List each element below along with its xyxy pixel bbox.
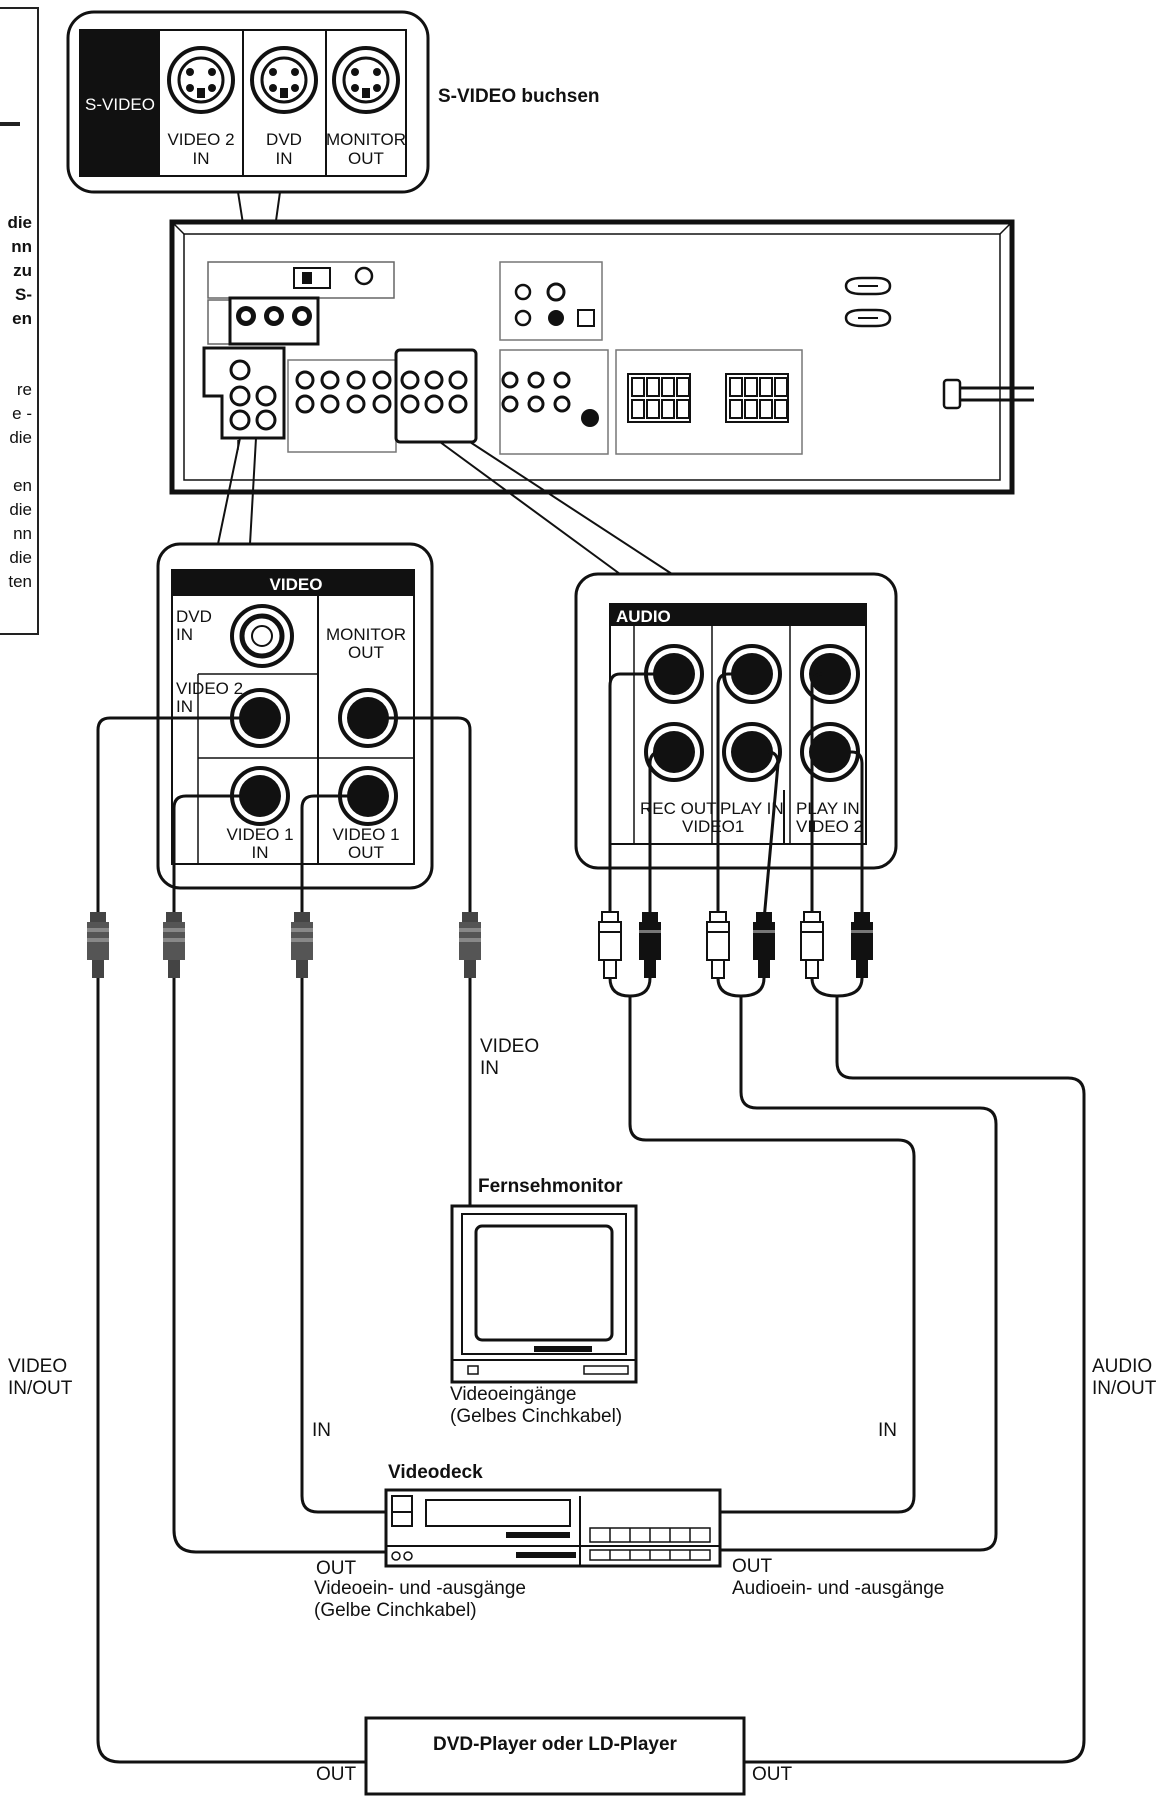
svideo-label: IN (193, 149, 210, 168)
tv-monitor (450, 1204, 638, 1384)
rca-plug (459, 912, 481, 978)
sidebar-fragment: e - (12, 404, 32, 423)
audio-inout-label: AUDIO (1092, 1356, 1152, 1377)
audio-label: REC OUT (640, 799, 717, 818)
svideo-jack-video2 (167, 46, 235, 114)
sidebar-fragment: die (9, 428, 32, 447)
svideo-caption: S-VIDEO buchsen (438, 86, 600, 107)
rca-plug-black (753, 912, 775, 978)
video-label: IN (176, 625, 193, 644)
sidebar-fragment: die (7, 213, 32, 232)
video-label: VIDEO 2 (176, 679, 243, 698)
svideo-jack-monitor (332, 46, 400, 114)
sidebar-fragment: die (9, 500, 32, 519)
sidebar-box: die nn zu S- en re e - die en die nn die… (0, 7, 39, 635)
svideo-label: OUT (348, 149, 384, 168)
dvd-out-label: OUT (752, 1764, 793, 1785)
sidebar-fragment: nn (11, 237, 32, 256)
video-callout: VIDEO DVD IN VIDEO 2 IN MONITOR OUT VIDE… (156, 542, 434, 890)
tv-title: Fernsehmonitor (478, 1176, 623, 1197)
ac-outlet (844, 276, 892, 328)
audio-callout: AUDIO REC OUT PLAY IN VIDEO1 PLAY IN VID… (574, 572, 898, 870)
sidebar-fragment: zu (13, 261, 32, 280)
video-label: IN (176, 697, 193, 716)
audio-label: PLAY IN (796, 799, 860, 818)
video-label: IN (252, 843, 269, 862)
svideo-label: IN (276, 149, 293, 168)
dvd-player (364, 1716, 746, 1796)
sidebar-fragment: nn (13, 524, 32, 543)
rca-plug (291, 912, 313, 978)
vcr-title: Videodeck (388, 1462, 483, 1483)
receiver-rear-panel (169, 219, 1034, 495)
video-header: VIDEO (270, 575, 323, 594)
audio-label: VIDEO 2 (796, 817, 863, 836)
svideo-label: DVD (266, 130, 302, 149)
svideo-label: VIDEO 2 (167, 130, 234, 149)
cables (96, 672, 1086, 1764)
video-label: MONITOR (326, 625, 406, 644)
sidebar-fragment: en (12, 309, 32, 328)
speaker-terminals (627, 373, 789, 423)
rca-plug (87, 912, 109, 978)
vcr (384, 1488, 722, 1568)
rca-plug-black (639, 912, 661, 978)
video-inout-label: IN/OUT (8, 1378, 73, 1399)
sidebar-fragment: ten (8, 572, 32, 591)
video-label: VIDEO 1 (226, 825, 293, 844)
vcr-out-label: OUT (732, 1556, 773, 1577)
video-in-label: IN (480, 1058, 499, 1079)
svideo-header: S-VIDEO (85, 95, 155, 114)
audio-inout-label: IN/OUT (1092, 1378, 1157, 1399)
video-inout-label: VIDEO (8, 1356, 67, 1377)
rca-plug-white (800, 911, 824, 979)
video-in-label: VIDEO (480, 1036, 539, 1057)
svideo-jack-dvd (250, 46, 318, 114)
video-label: OUT (348, 643, 384, 662)
sidebar-fragment: en (13, 476, 32, 495)
audio-label: PLAY IN (720, 799, 784, 818)
video-label: VIDEO 1 (332, 825, 399, 844)
video-label: DVD (176, 607, 212, 626)
power-cord (942, 378, 1034, 410)
svideo-label: MONITOR (326, 130, 406, 149)
rca-plug (163, 912, 185, 978)
rca-plug-white (706, 911, 730, 979)
vcr-in-label: IN (878, 1420, 897, 1441)
video-label: OUT (348, 843, 384, 862)
vcr-audio-note: Audioein- und -ausgänge (732, 1578, 944, 1599)
rca-plug-white (598, 911, 622, 979)
rca-plug-black (851, 912, 873, 978)
dvd-out-label: OUT (316, 1764, 357, 1785)
sidebar-fragment: S- (15, 285, 32, 304)
sidebar-fragment: re (17, 380, 32, 399)
sidebar-fragment: die (9, 548, 32, 567)
rca-plugs (87, 911, 873, 979)
tv-note: Videoeingänge (450, 1384, 576, 1405)
dvd-title: DVD-Player oder LD-Player (433, 1734, 678, 1755)
vcr-in-label: IN (312, 1420, 331, 1441)
tv-note: (Gelbes Cinchkabel) (450, 1406, 622, 1427)
vcr-video-note: (Gelbe Cinchkabel) (314, 1600, 477, 1621)
vcr-video-note: Videoein- und -ausgänge (314, 1578, 526, 1599)
vcr-out-label: OUT (316, 1558, 357, 1579)
audio-header: AUDIO (616, 607, 671, 626)
audio-label: VIDEO1 (682, 817, 744, 836)
svideo-callout: S-VIDEO VIDEO 2 IN DVD IN MONI (66, 10, 430, 301)
